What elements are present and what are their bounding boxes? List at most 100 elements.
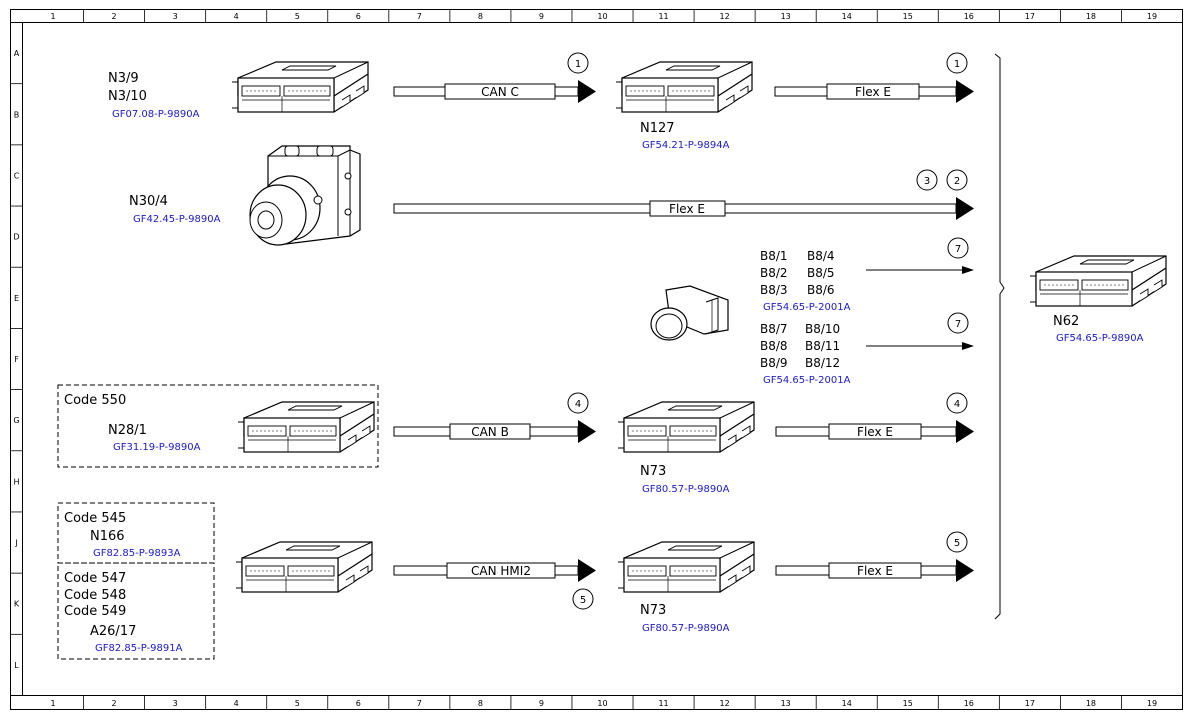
reference-link[interactable]: GF82.85-P-9891A [95, 643, 183, 654]
parking-sensor-icon [650, 285, 729, 341]
column-number: 15 [903, 699, 913, 708]
row-letter: A [14, 49, 20, 58]
connection-marker: 7 [955, 319, 961, 330]
module-hmi-unit [235, 541, 373, 593]
column-number: 14 [842, 12, 852, 21]
column-number: 7 [417, 699, 422, 708]
drawing-frame [10, 9, 1183, 710]
column-number: 5 [295, 12, 300, 21]
column-number: 17 [1025, 699, 1035, 708]
sensor-label: B8/11 [805, 339, 840, 353]
row-letter: H [13, 477, 19, 486]
module-n73-a: N73 GF80.57-P-9890A [617, 401, 755, 495]
abs-hydraulic-unit-icon [249, 145, 361, 246]
bus-label: Flex E [857, 564, 893, 578]
control-unit-icon [235, 541, 373, 593]
reference-link[interactable]: GF42.45-P-9890A [133, 214, 221, 225]
connection-marker: 1 [954, 59, 960, 70]
bus-label: CAN B [471, 425, 509, 439]
module-n30-4: N30/4 GF42.45-P-9890A [129, 145, 361, 246]
control-unit-icon [617, 541, 755, 593]
module-n3-9: N3/9 N3/10 GF07.08-P-9890A [108, 61, 369, 120]
module-label: N3/9 [108, 71, 139, 86]
reference-link[interactable]: GF54.65-P-2001A [763, 302, 851, 313]
connection-marker: 1 [575, 59, 581, 70]
module-n127: N127 GF54.21-P-9894A [615, 61, 753, 151]
column-number: 12 [720, 12, 730, 21]
connection-marker: 7 [955, 244, 961, 255]
column-number: 8 [478, 12, 483, 21]
parking-sensors: B8/1 B8/4 B8/2 B8/5 B8/3 B8/6 GF54.65-P-… [650, 237, 974, 386]
reference-link[interactable]: GF31.19-P-9890A [113, 442, 201, 453]
module-label: A26/17 [90, 624, 136, 639]
column-number: 18 [1086, 699, 1096, 708]
row-letter: E [14, 294, 19, 303]
reference-link[interactable]: GF07.08-P-9890A [112, 109, 200, 120]
column-number: 16 [964, 12, 974, 21]
row-letter: F [14, 355, 19, 364]
module-label: N73 [640, 603, 666, 618]
column-number: 6 [356, 12, 361, 21]
bus-label: CAN C [481, 85, 519, 99]
sensor-label: B8/6 [807, 283, 835, 297]
column-number: 10 [597, 699, 607, 708]
reference-link[interactable]: GF54.21-P-9894A [642, 140, 730, 151]
sensor-label: B8/10 [805, 322, 840, 336]
sensor-label: B8/7 [760, 322, 788, 336]
row-letter: D [13, 233, 19, 242]
connection-marker: 5 [954, 538, 960, 549]
column-number: 13 [781, 12, 791, 21]
bus-flex-e-3: Flex E 4 [775, 392, 974, 443]
reference-link[interactable]: GF54.65-P-9890A [1056, 333, 1144, 344]
row-letter: C [14, 171, 20, 180]
column-number: 12 [720, 699, 730, 708]
bus-flex-e-2: Flex E 3 2 [393, 169, 974, 220]
bus-can-b: CAN B 4 [393, 392, 596, 443]
bus-label: CAN HMI2 [471, 564, 531, 578]
reference-link[interactable]: GF82.85-P-9893A [93, 548, 181, 559]
control-unit-icon [617, 401, 755, 453]
module-label: N127 [640, 121, 675, 136]
module-label: N28/1 [108, 423, 147, 438]
reference-link[interactable]: GF80.57-P-9890A [642, 623, 730, 634]
control-unit-icon [237, 401, 375, 453]
row-letter: K [14, 600, 20, 609]
module-label: N30/4 [129, 194, 168, 209]
bus-can-hmi2: CAN HMI2 5 [393, 559, 596, 610]
column-number: 13 [781, 699, 791, 708]
connection-marker: 2 [954, 176, 960, 187]
row-letter: L [14, 661, 19, 670]
column-number: 17 [1025, 12, 1035, 21]
column-number: 19 [1147, 12, 1157, 21]
control-unit-icon [1029, 255, 1167, 307]
column-number: 1 [50, 699, 55, 708]
option-box-code-547: Code 547 Code 548 Code 549 A26/17 GF82.8… [57, 562, 215, 660]
connection-marker: 5 [580, 595, 586, 606]
option-code: Code 545 [64, 511, 126, 526]
column-number: 4 [234, 699, 239, 708]
sensor-label: B8/8 [760, 339, 788, 353]
connection-marker: 4 [575, 399, 581, 410]
connection-marker: 4 [954, 399, 960, 410]
option-box-code-545: Code 545 N166 GF82.85-P-9893A [57, 502, 215, 564]
option-box-code-550: Code 550 N28/1 GF31.19-P-9890A [57, 384, 379, 468]
column-number: 9 [539, 12, 544, 21]
reference-link[interactable]: GF80.57-P-9890A [642, 484, 730, 495]
sensor-label: B8/2 [760, 266, 788, 280]
module-n62: N62 GF54.65-P-9890A [1029, 255, 1167, 344]
option-code: Code 549 [64, 604, 126, 619]
column-number: 11 [658, 699, 668, 708]
module-label: N166 [90, 529, 125, 544]
bus-can-c: CAN C 1 [393, 52, 596, 103]
column-number: 2 [112, 12, 117, 21]
bus-label: Flex E [857, 425, 893, 439]
module-label: N62 [1053, 314, 1079, 329]
column-number: 3 [173, 12, 178, 21]
option-code: Code 548 [64, 588, 126, 603]
column-number: 1 [50, 12, 55, 21]
column-number: 7 [417, 12, 422, 21]
module-label: N3/10 [108, 89, 147, 104]
option-code: Code 550 [64, 393, 126, 408]
reference-link[interactable]: GF54.65-P-2001A [763, 375, 851, 386]
